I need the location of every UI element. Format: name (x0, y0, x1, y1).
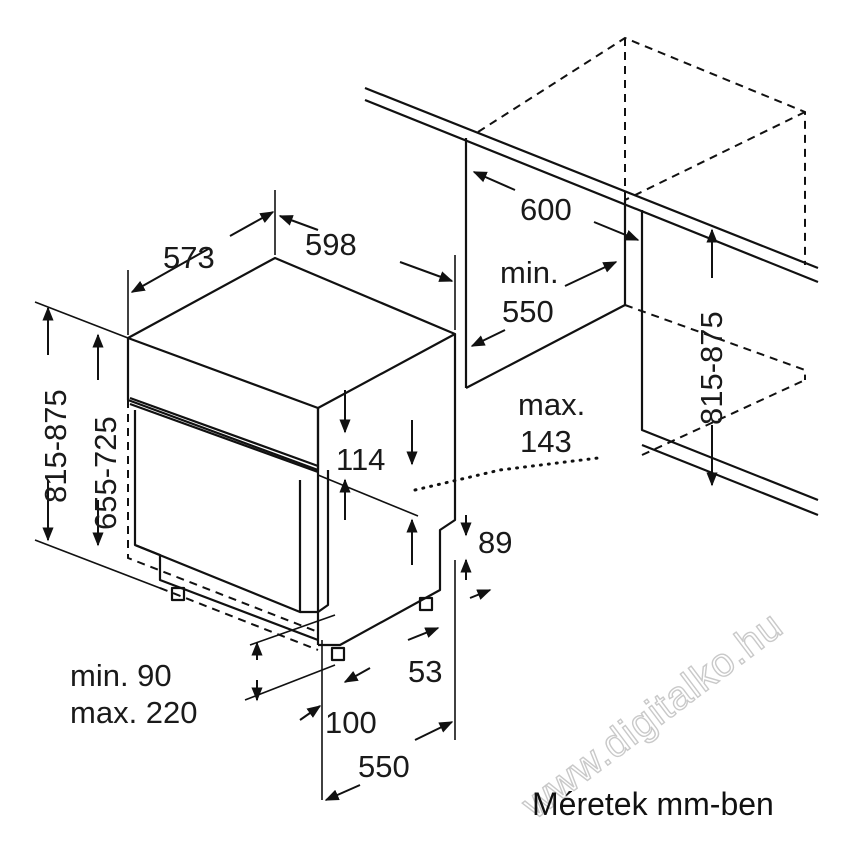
label-depth-100: 100 (325, 705, 377, 740)
label-foot-53: 53 (408, 654, 442, 689)
label-max-143: 143 (520, 424, 572, 459)
label-plinth-89: 89 (478, 525, 512, 560)
dishwasher-body (126, 256, 457, 662)
caption-units: Méretek mm-ben (532, 786, 774, 822)
label-width-598: 598 (305, 227, 357, 262)
label-max: max. (518, 387, 585, 422)
label-plinth-min-90: min. 90 (70, 658, 172, 693)
label-niche-height-815-875: 815-875 (694, 311, 729, 425)
label-niche-min-550: 550 (502, 294, 554, 329)
countertop-niche (364, 36, 819, 517)
dimension-lines (34, 171, 718, 801)
label-depth-573: 573 (163, 240, 215, 275)
label-base-550: 550 (358, 749, 410, 784)
label-panel-114: 114 (336, 442, 385, 477)
label-niche-width-600: 600 (520, 192, 572, 227)
label-niche-min: min. (500, 255, 559, 290)
label-height-left-815-875: 815-875 (38, 389, 73, 503)
label-door-height-655-725: 655-725 (88, 416, 123, 530)
label-plinth-max-220: max. 220 (70, 695, 198, 730)
